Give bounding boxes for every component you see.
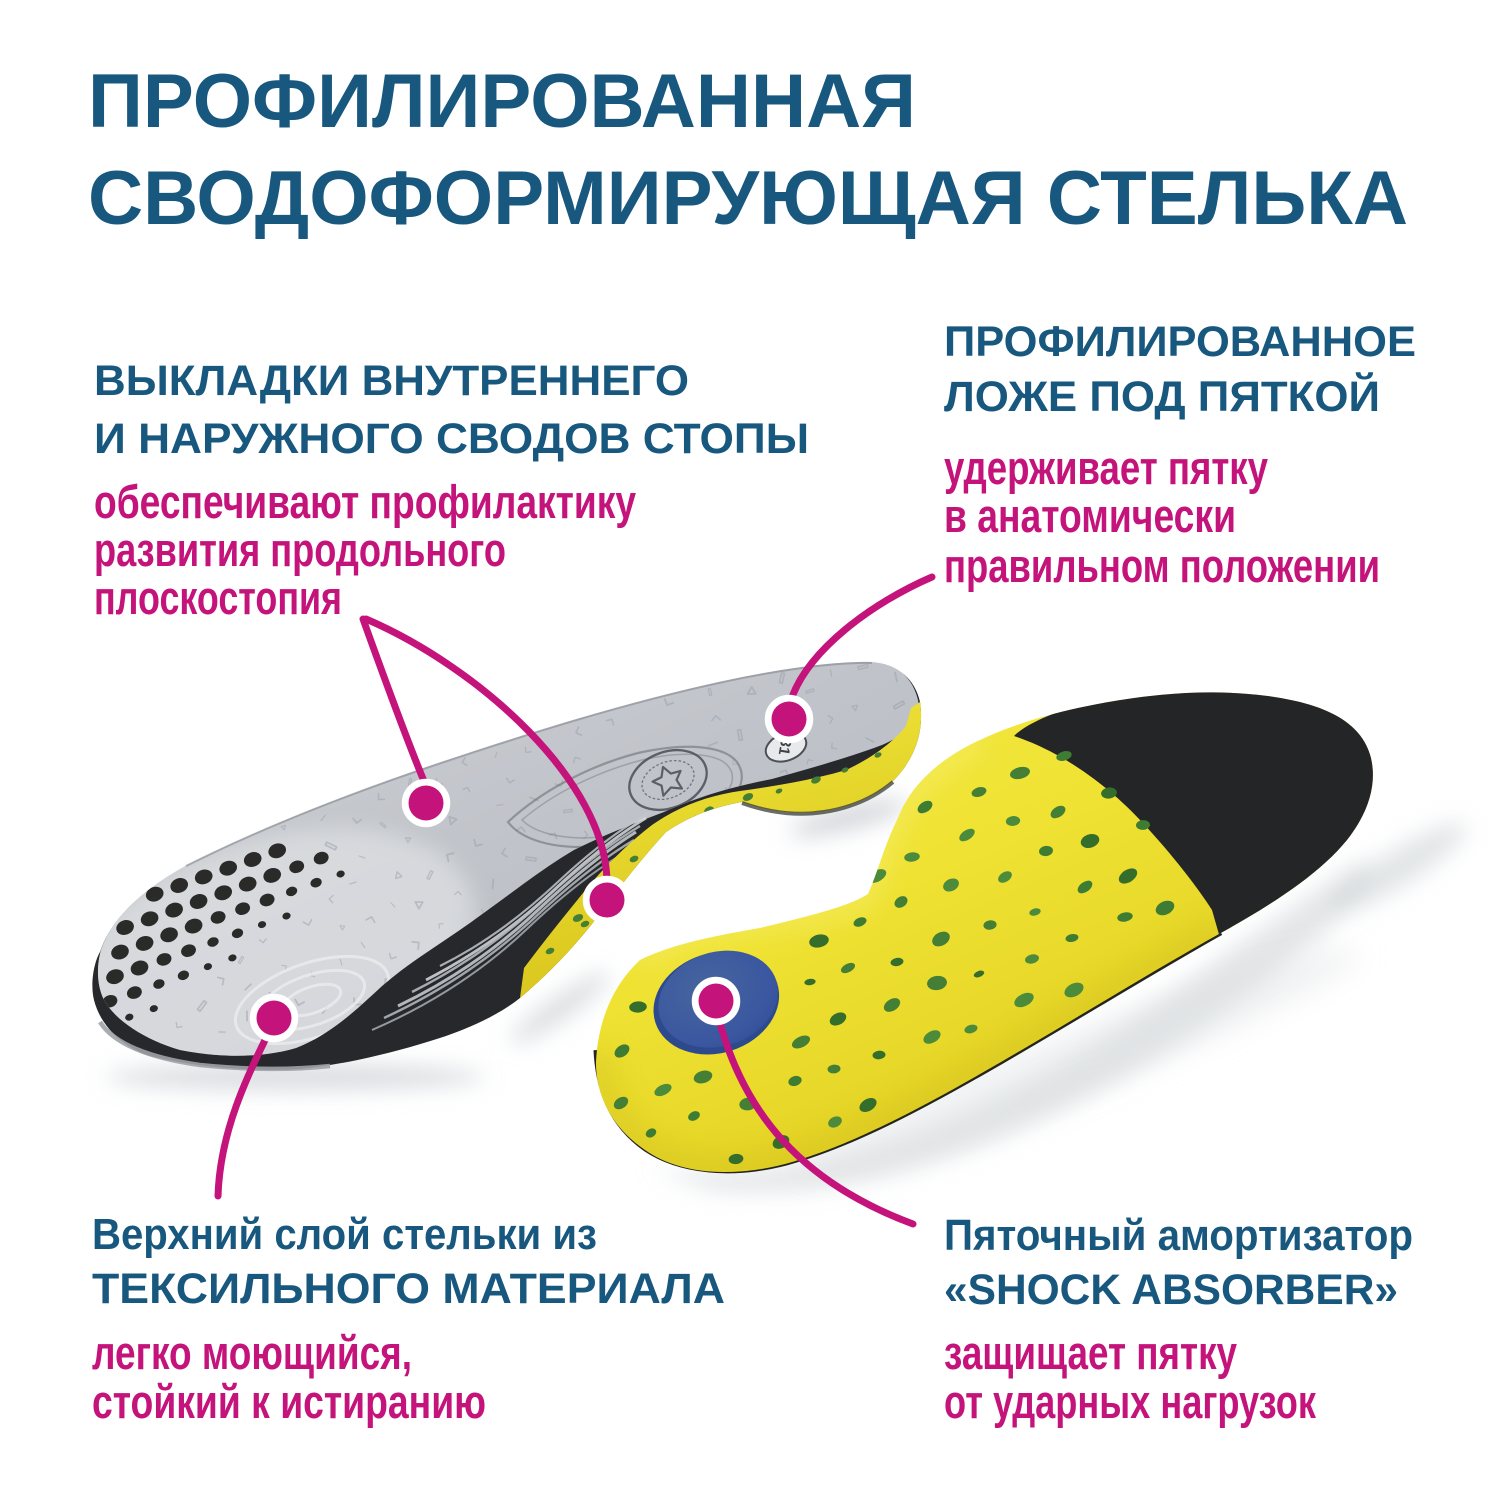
svg-text:И НАРУЖНОГО СВОДОВ СТОПЫ: И НАРУЖНОГО СВОДОВ СТОПЫ [94,415,809,463]
svg-text:развития продольного: развития продольного [94,523,506,576]
svg-text:в анатомически: в анатомически [944,489,1236,542]
svg-text:ПРОФИЛИРОВАННАЯ: ПРОФИЛИРОВАННАЯ [88,59,916,144]
svg-text:удерживает пятку: удерживает пятку [944,441,1268,494]
svg-text:плоскостопия: плоскостопия [94,571,342,624]
svg-text:Пяточный амортизатор: Пяточный амортизатор [944,1211,1413,1260]
svg-text:от ударных нагрузок: от ударных нагрузок [944,1375,1316,1428]
svg-text:стойкий к истиранию: стойкий к истиранию [92,1375,486,1428]
svg-text:ВЫКЛАДКИ ВНУТРЕННЕГО: ВЫКЛАДКИ ВНУТРЕННЕГО [94,357,689,405]
svg-text:СВОДОФОРМИРУЮЩАЯ СТЕЛЬКА: СВОДОФОРМИРУЮЩАЯ СТЕЛЬКА [88,156,1408,241]
svg-text:легко моющийся,: легко моющийся, [92,1326,412,1379]
svg-text:ЛОЖЕ ПОД ПЯТКОЙ: ЛОЖЕ ПОД ПЯТКОЙ [944,372,1380,421]
svg-text:защищает пятку: защищает пятку [944,1326,1237,1379]
svg-text:Верхний слой стельки из: Верхний слой стельки из [92,1210,597,1259]
svg-text:правильном положении: правильном положении [944,539,1380,592]
svg-text:ТЕКСИЛЬНОГО МАТЕРИАЛА: ТЕКСИЛЬНОГО МАТЕРИАЛА [92,1265,725,1313]
svg-text:ПРОФИЛИРОВАННОЕ: ПРОФИЛИРОВАННОЕ [944,318,1416,366]
svg-text:«SHOCK ABSORBER»: «SHOCK ABSORBER» [944,1266,1398,1314]
svg-text:обеспечивают профилактику: обеспечивают профилактику [94,475,636,528]
